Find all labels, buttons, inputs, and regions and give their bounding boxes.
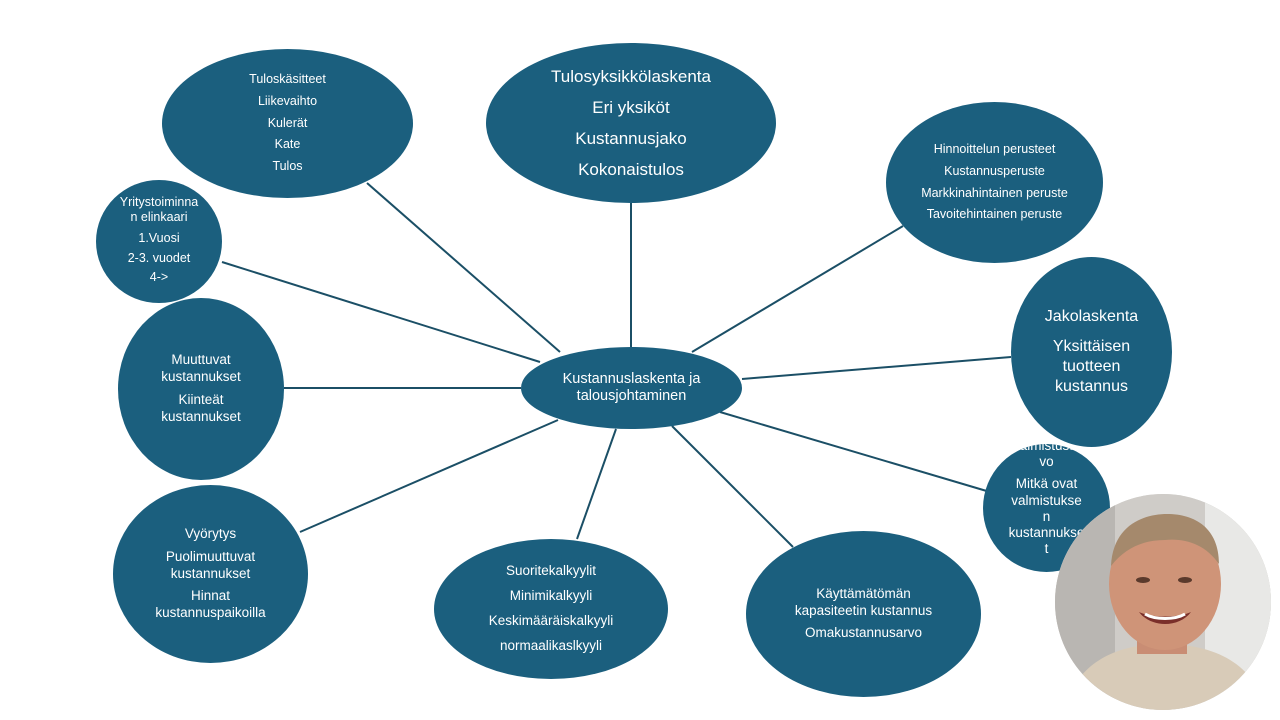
node-text: vo [1039, 454, 1054, 470]
node-text: Kokonaistulos [578, 160, 684, 180]
node-text: kustannukset [161, 408, 241, 424]
node-text: Yritystoiminna [119, 195, 199, 210]
node-top-right: Hinnoittelun perusteet Kustannusperuste … [886, 102, 1103, 263]
node-left: Muuttuvat kustannukset Kiinteät kustannu… [118, 298, 284, 480]
node-text: Hinnoittelun perusteet [933, 142, 1056, 157]
node-text: Kate [274, 137, 301, 152]
presenter-webcam [1055, 494, 1271, 710]
node-text: Markkinahintainen peruste [921, 185, 1068, 200]
node-text: kustannus [1055, 378, 1128, 395]
node-text: Vyörytys [184, 525, 237, 541]
connector-bottom-right [671, 425, 794, 548]
node-left-small: Yritystoiminna n elinkaari 1.Vuosi 2-3. … [96, 180, 222, 303]
node-text: Kiinteät [178, 392, 224, 407]
node-text: Omakustannusarvo [804, 625, 923, 641]
node-text: Tuloskäsitteet [249, 72, 326, 87]
node-text: n [1042, 508, 1051, 524]
connector-bottom-left [299, 419, 559, 533]
connector-top-right [691, 225, 904, 353]
node-bottom-left: Vyörytys Puolimuuttuvat kustannukset Hin… [113, 485, 308, 663]
node-text: kapasiteetin kustannus [794, 602, 933, 618]
node-top-left: Tuloskäsitteet Liikevaihto Kulerät Kate … [162, 49, 413, 198]
node-text: 1.Vuosi [138, 230, 180, 245]
node-text: kustannukset [170, 565, 251, 581]
node-text: 4-> [149, 270, 169, 285]
node-text: Muuttuvat [171, 352, 231, 368]
node-text: Suoritekalkyylit [505, 563, 597, 579]
connector-left-small [221, 261, 541, 363]
node-text: Keskimääräiskalkyyli [488, 613, 614, 628]
node-text: valmistukse [1011, 492, 1082, 508]
node-text: talousjohtaminen [576, 388, 687, 404]
node-text: Yksittäisen [1052, 338, 1131, 355]
node-text: Valmistusar [1011, 444, 1082, 453]
node-text: kustannuspaikoilla [155, 605, 266, 621]
presenter-avatar-icon [1055, 494, 1271, 710]
node-text: Tavoitehintainen peruste [926, 207, 1063, 222]
node-text: normaalikaslkyyli [499, 637, 603, 653]
node-text: Eri yksiköt [592, 97, 670, 117]
node-text: Kustannusperuste [944, 163, 1045, 178]
node-text: Kustannusjako [575, 129, 687, 148]
node-top: Tulosyksikkölaskenta Eri yksiköt Kustann… [486, 43, 776, 203]
node-text: t [1044, 541, 1049, 557]
node-text: Puolimuuttuvat [165, 548, 256, 564]
node-text: Jakolaskenta [1044, 308, 1139, 325]
connector-right [741, 356, 1012, 380]
node-text: Hinnat [190, 588, 231, 604]
node-text: tuotteen [1062, 358, 1121, 375]
connector-right-small [719, 411, 991, 493]
node-text: Käyttämätömän [816, 585, 911, 601]
node-text: kustannukset [161, 369, 241, 385]
node-text: 2-3. vuodet [127, 250, 191, 265]
node-text: Mitkä ovat [1015, 476, 1078, 492]
node-text: Liikevaihto [257, 94, 318, 109]
node-text: kustannukse [1008, 524, 1085, 540]
node-text: Minimikalkyyli [509, 588, 593, 604]
node-center: Kustannuslaskenta ja talousjohtaminen [521, 347, 742, 429]
node-bottom-right: Käyttämätömän kapasiteetin kustannus Oma… [746, 531, 981, 697]
node-bottom-center: Suoritekalkyylit Minimikalkyyli Keskimää… [434, 539, 668, 679]
node-text: Tulosyksikkölaskenta [551, 66, 711, 86]
node-right: Jakolaskenta Yksittäisen tuotteen kustan… [1011, 257, 1172, 447]
connector-top-left [366, 182, 561, 353]
node-text: Tulos [272, 158, 303, 173]
connector-bottom-center [576, 428, 617, 540]
node-text: n elinkaari [130, 209, 188, 224]
node-text: Kustannuslaskenta ja [562, 370, 701, 387]
node-text: Kulerät [267, 115, 308, 130]
